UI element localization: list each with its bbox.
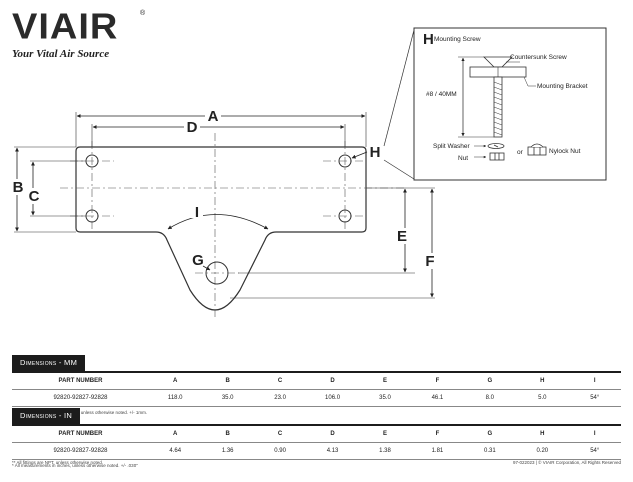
column-header: B bbox=[201, 373, 254, 390]
column-header: PART NUMBER bbox=[12, 426, 149, 443]
logo-tagline: Your Vital Air Source bbox=[12, 48, 110, 60]
table-header-row: PART NUMBER A B C D E F G H I bbox=[12, 426, 621, 443]
inset-h-box: H Mounting Screw #8 / 40MM Countersunk S… bbox=[413, 27, 607, 181]
table-cell: 0.31 bbox=[463, 442, 517, 460]
in-table-note: * All measurements in inches, unless oth… bbox=[12, 463, 138, 468]
column-header: C bbox=[253, 373, 307, 390]
dim-label-g: G bbox=[192, 252, 204, 269]
column-header: D bbox=[306, 373, 359, 390]
table-cell: 54° bbox=[568, 389, 621, 407]
table-cell: 0.20 bbox=[516, 442, 569, 460]
column-header: A bbox=[149, 426, 202, 443]
dim-label-c: C bbox=[29, 188, 40, 205]
column-header: F bbox=[411, 373, 464, 390]
fittings-footnote: ** All fittings are NPT, unless otherwis… bbox=[12, 460, 104, 465]
column-header: G bbox=[463, 426, 517, 443]
column-header: A bbox=[149, 373, 202, 390]
column-header: PART NUMBER bbox=[12, 373, 149, 390]
dim-label-h: H bbox=[370, 144, 381, 161]
table-cell: 54° bbox=[568, 442, 621, 460]
column-header: F bbox=[411, 426, 464, 443]
bracket-outline bbox=[75, 146, 367, 311]
table-cell: 92820-92827-92828 bbox=[12, 389, 149, 407]
dim-label-f: F bbox=[425, 253, 434, 270]
column-header: I bbox=[568, 373, 621, 390]
inset-title: H bbox=[423, 31, 434, 48]
inset-label-screw-size: #8 / 40MM bbox=[426, 91, 457, 98]
column-header: G bbox=[463, 373, 517, 390]
inset-label-split-washer: Split Washer bbox=[433, 143, 470, 150]
table-cell: 5.0 bbox=[516, 389, 569, 407]
table-cell: 0.90 bbox=[253, 442, 307, 460]
table-cell: 46.1 bbox=[411, 389, 464, 407]
table-cell: 106.0 bbox=[306, 389, 359, 407]
column-header: I bbox=[568, 426, 621, 443]
bracket-drawing: A D B C E F G I H H Mounting Screw bbox=[12, 27, 607, 318]
column-header: H bbox=[516, 373, 569, 390]
mm-table-title: Dimensions - MM bbox=[12, 355, 86, 371]
inset-label-or: or bbox=[517, 149, 524, 156]
column-header: E bbox=[358, 373, 412, 390]
table-cell: 1.36 bbox=[201, 442, 254, 460]
dim-label-b: B bbox=[13, 179, 24, 196]
table-cell: 8.0 bbox=[463, 389, 517, 407]
table-row: 92820-92827-92828 4.64 1.36 0.90 4.13 1.… bbox=[12, 442, 621, 460]
column-header: D bbox=[306, 426, 359, 443]
inset-label-countersunk-screw: Countersunk Screw bbox=[510, 54, 567, 61]
column-header: E bbox=[358, 426, 412, 443]
table-cell: 23.0 bbox=[253, 389, 307, 407]
inset-label-nylock-nut: Nylock Nut bbox=[549, 148, 581, 155]
table-cell: 4.64 bbox=[149, 442, 202, 460]
table-header-row: PART NUMBER A B C D E F G H I bbox=[12, 373, 621, 390]
table-cell: 4.13 bbox=[306, 442, 359, 460]
split-washer-icon bbox=[487, 143, 505, 149]
in-table-title: Dimensions - IN bbox=[12, 408, 81, 424]
inset-label-mounting-bracket: Mounting Bracket bbox=[537, 83, 588, 90]
table-cell: 35.0 bbox=[358, 389, 412, 407]
viair-logo: VIAIR ® Your Vital Air Source bbox=[12, 7, 145, 60]
logo-registered-mark: ® bbox=[140, 10, 146, 17]
dim-label-i: I bbox=[195, 204, 199, 221]
column-header: H bbox=[516, 426, 569, 443]
dimensions-in-table: Dimensions - IN PART NUMBER A B C D E F … bbox=[12, 405, 621, 468]
inset-label-nut: Nut bbox=[458, 155, 468, 162]
table-cell: 118.0 bbox=[149, 389, 202, 407]
copyright-footer: 97-022023 | © VIAIR Corporation, All Rig… bbox=[512, 460, 621, 465]
dim-label-d: D bbox=[187, 119, 198, 136]
column-header: C bbox=[253, 426, 307, 443]
column-header: B bbox=[201, 426, 254, 443]
nut-icon bbox=[489, 152, 505, 161]
logo-wordmark: VIAIR bbox=[12, 7, 119, 47]
table-cell: 1.81 bbox=[411, 442, 464, 460]
dim-label-e: E bbox=[397, 228, 407, 245]
table-cell: 1.38 bbox=[358, 442, 412, 460]
table-cell: 35.0 bbox=[201, 389, 254, 407]
nylock-nut-icon bbox=[527, 143, 547, 156]
table-cell: 92820-92827-92828 bbox=[12, 442, 149, 460]
dim-label-a: A bbox=[208, 108, 219, 125]
table-row: 92820-92827-92828 118.0 35.0 23.0 106.0 … bbox=[12, 389, 621, 407]
inset-label-mounting-screw: Mounting Screw bbox=[434, 36, 481, 43]
